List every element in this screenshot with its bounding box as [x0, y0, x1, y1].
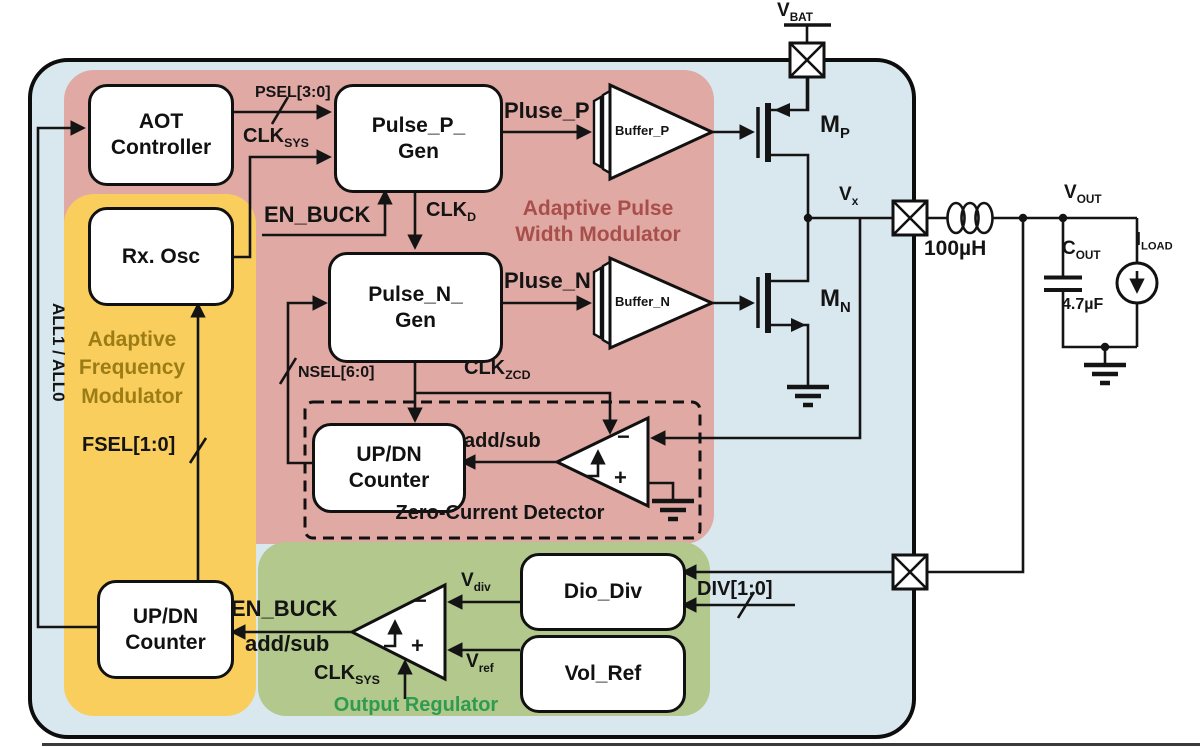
pulse-p-gen-label: Pulse_P_ Gen: [371, 113, 466, 163]
block-updn-counter-zcd: UP/DN Counter: [312, 423, 466, 513]
buffer-p-triangle-icon: [608, 82, 716, 182]
fsel-label: FSEL[1:0]: [82, 434, 176, 456]
oreg-minus-sign: −: [414, 588, 427, 613]
zcd-minus-sign: −: [617, 424, 630, 449]
vol-ref-label: Vol_Ref: [564, 662, 642, 686]
oreg-plus-sign: +: [411, 633, 424, 658]
en-buck-bottom-label: EN_BUCK: [231, 596, 338, 621]
pad-vx-icon: [891, 199, 929, 237]
wire-vout-feedback: [928, 218, 1025, 574]
bus-slash-nsel: [278, 357, 298, 385]
capacitor-cout-icon: [1044, 218, 1137, 349]
inductor-value-label: 100µH: [924, 237, 987, 260]
bottom-rule: [42, 743, 1200, 746]
wire-clk-zcd-comp: [415, 391, 618, 435]
v-div-label: Vdiv: [461, 570, 491, 594]
mosfet-mn-icon: [756, 218, 810, 385]
zcd-plus-sign: +: [614, 465, 627, 490]
wire-clk-sys-top: [228, 149, 332, 259]
pad-feedback-icon: [891, 553, 929, 591]
buffer-p-label: Buffer_P: [615, 123, 670, 138]
bus-slash-fsel: [188, 437, 208, 464]
current-source-iload-icon: [1115, 218, 1159, 347]
add-sub-bottom-label: add/sub: [245, 631, 330, 656]
pulse-n-gen-label: Pulse_N_ Gen: [368, 282, 463, 332]
add-sub-zcd-label: add/sub: [464, 430, 541, 452]
updn-counter-zcd-label: UP/DN Counter: [348, 443, 430, 492]
buffer-n-stack-icon: [592, 265, 603, 341]
en-buck-top-label: EN_BUCK: [264, 202, 371, 227]
buffer-n-label: Buffer_N: [615, 294, 670, 309]
afm-title: Adaptive Frequency Modulator: [78, 328, 186, 408]
c-out-label: COUT: [1062, 238, 1101, 262]
clk-sys-top-label: CLKSYS: [243, 125, 309, 150]
v-x-label: Vx: [839, 184, 859, 208]
pluse-n-label: Pluse_N: [504, 268, 591, 293]
apwm-title: Adaptive Pulse Width Modulator: [515, 197, 681, 246]
pad-vbat-icon: [788, 41, 826, 79]
pluse-p-label: Pluse_P: [504, 98, 590, 123]
m-n-label: MN: [820, 285, 851, 316]
block-vol-ref: Vol_Ref: [520, 635, 686, 713]
i-load-label: ILOAD: [1136, 229, 1173, 253]
wire-zcd-plus-gnd: [648, 481, 675, 499]
v-out-label: VOUT: [1064, 182, 1102, 206]
bus-slash-psel: [270, 96, 290, 125]
aot-controller-label: AOT Controller: [110, 110, 212, 159]
zcd-hysteresis-icon: [587, 449, 606, 478]
clk-sys-bottom-label: CLKSYS: [314, 662, 380, 687]
inductor-icon: [946, 201, 994, 235]
zcd-dashed-outline: [303, 400, 702, 540]
block-pulse-n-gen: Pulse_N_ Gen: [328, 252, 503, 363]
bus-slash-div: [736, 591, 756, 619]
ground-icon-mn: [787, 384, 829, 408]
wire-vx-to-zcd: [650, 218, 862, 446]
clk-zcd-label: CLKZCD: [464, 357, 531, 382]
mosfet-mp-icon: [756, 78, 810, 218]
psel-label: PSEL[3:0]: [255, 84, 331, 101]
block-pulse-p-gen: Pulse_P_ Gen: [334, 84, 503, 193]
wire-en-buck-top: [262, 189, 393, 237]
wire-all-feedback: [36, 120, 97, 629]
oreg-title: Output Regulator: [333, 694, 499, 716]
buffer-p-stack-icon: [592, 94, 603, 170]
clk-d-label: CLKD: [426, 199, 477, 224]
updn-counter-afm-label: UP/DN Counter: [125, 604, 206, 654]
cap-value-label: 4.7µF: [1062, 296, 1104, 313]
buffer-n-triangle-icon: [608, 255, 716, 351]
nsel-label: NSEL[6:0]: [298, 364, 375, 381]
wire-nsel: [286, 295, 328, 465]
block-rx-osc: Rx. Osc: [88, 207, 234, 306]
ground-icon-zcd: [652, 498, 694, 522]
zcd-comparator-icon: [553, 415, 650, 509]
zcd-title: Zero-Current Detector: [395, 502, 605, 524]
m-p-label: MP: [820, 111, 850, 142]
v-ref-label: Vref: [466, 651, 494, 675]
block-aot-controller: AOT Controller: [88, 84, 234, 186]
rx-osc-label: Rx. Osc: [121, 244, 201, 268]
v-bat-label: VBAT: [777, 0, 813, 24]
ground-icon-output: [1084, 362, 1126, 386]
div-bus-label: DIV[1:0]: [697, 578, 773, 600]
oreg-hysteresis-icon: [384, 619, 403, 648]
block-updn-counter-afm: UP/DN Counter: [97, 580, 234, 679]
block-dio-div: Dio_Div: [520, 553, 686, 631]
dio-div-label: Dio_Div: [563, 580, 643, 604]
